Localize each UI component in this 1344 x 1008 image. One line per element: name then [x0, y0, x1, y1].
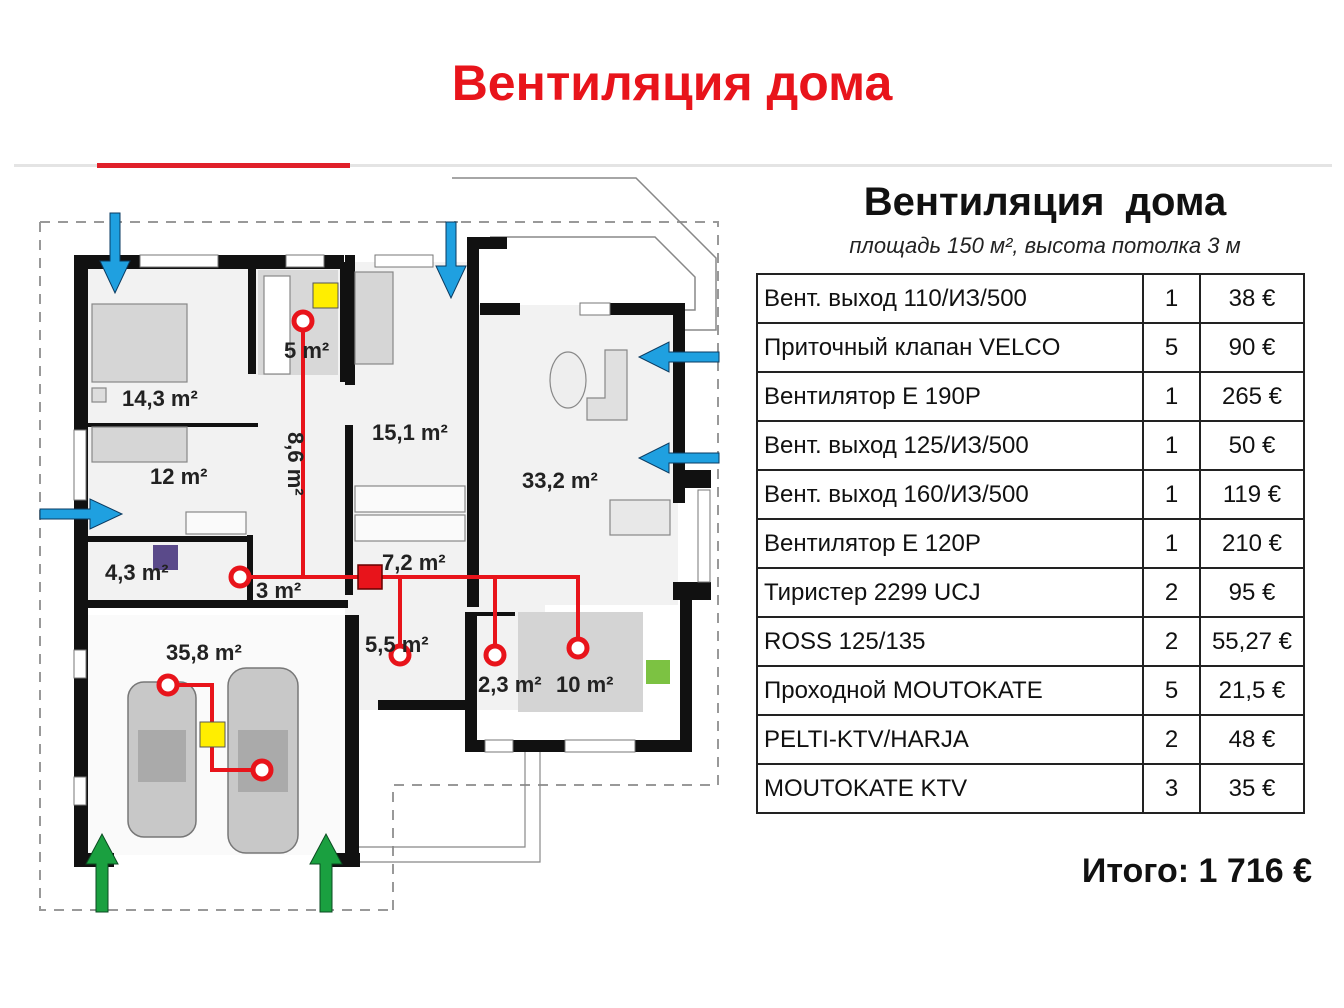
item-price: 265 €: [1199, 371, 1305, 422]
arrow-up-icon: [309, 832, 343, 913]
vent-vestibule: [388, 643, 412, 667]
exhaust-vents: [156, 309, 590, 782]
title-divider: [14, 164, 1332, 167]
bathroom-fan-unit: [312, 282, 339, 309]
item-price: 38 €: [1199, 273, 1305, 324]
room-area-kitchen: 10 m²: [556, 672, 613, 697]
intake-arrows: [85, 832, 343, 913]
arrow-left-icon: [637, 341, 720, 373]
item-quantity: 1: [1142, 371, 1201, 422]
utility-unit: [153, 545, 178, 570]
room-area-pantry: 2,3 m²: [478, 672, 542, 697]
item-quantity: 5: [1142, 322, 1201, 373]
floor-plan: 14,3 m² 5 m² 15,1 m² 12 m² 8,6 m² 33,2 m…: [39, 177, 720, 913]
arrow-right-icon: [39, 498, 124, 530]
vent-garage-2: [250, 758, 274, 782]
floor-kitchen: [518, 612, 643, 712]
item-name: Приточный клапан VELCO: [756, 322, 1144, 373]
room-area-bedroom3: 12 m²: [150, 464, 207, 489]
item-price: 35 €: [1199, 763, 1305, 814]
garage-fan-unit: [199, 721, 226, 748]
item-price: 210 €: [1199, 518, 1305, 569]
item-price: 21,5 €: [1199, 665, 1305, 716]
room-area-living: 33,2 m²: [522, 468, 598, 493]
room-area-bedroom1: 14,3 m²: [122, 386, 198, 411]
arrow-down-icon: [99, 212, 131, 295]
item-name: ROSS 125/135: [756, 616, 1144, 667]
item-price: 119 €: [1199, 469, 1305, 520]
panel-title: Вентиляция дома: [863, 180, 1227, 224]
total-cost: Итого: 1 716 €: [1081, 852, 1312, 890]
room-area-corridor: 8,6 m²: [283, 432, 308, 496]
kitchen-hood-unit: [646, 660, 670, 684]
main-fan-unit: [357, 564, 383, 590]
vent-garage-1: [156, 673, 180, 697]
page-title: Вентиляция дома: [451, 55, 893, 111]
room-area-garage: 35,8 m²: [166, 640, 242, 665]
car-left: [127, 681, 197, 838]
supply-arrows: [39, 212, 720, 530]
item-quantity: 2: [1142, 567, 1201, 618]
item-name: PELTI-KTV/HARJA: [756, 714, 1144, 765]
item-name: Вент. выход 110/ИЗ/500: [756, 273, 1144, 324]
item-quantity: 1: [1142, 420, 1201, 471]
vent-pantry: [483, 643, 507, 667]
room-area-wc: 3 m²: [256, 578, 301, 603]
item-name: Вентилятор Е 190Р: [756, 371, 1144, 422]
vent-wc: [228, 565, 252, 589]
item-name: Вент. выход 125/ИЗ/500: [756, 420, 1144, 471]
item-quantity: 2: [1142, 714, 1201, 765]
item-price: 95 €: [1199, 567, 1305, 618]
item-price: 48 €: [1199, 714, 1305, 765]
arrow-left-icon: [637, 442, 720, 474]
room-area-vestibule: 5,5 m²: [365, 632, 429, 657]
terrace-outline-inner: [490, 236, 696, 311]
title-divider-accent: [97, 163, 350, 168]
windows: [73, 254, 711, 806]
driveway-lines: [355, 752, 541, 863]
arrow-down-icon: [435, 221, 467, 300]
item-quantity: 5: [1142, 665, 1201, 716]
site-boundary: [39, 221, 719, 911]
terrace-outline: [452, 177, 717, 331]
vent-kitchen: [566, 636, 590, 660]
item-name: Вентилятор Е 120Р: [756, 518, 1144, 569]
item-quantity: 1: [1142, 518, 1201, 569]
item-name: Вент. выход 160/ИЗ/500: [756, 469, 1144, 520]
item-price: 55,27 €: [1199, 616, 1305, 667]
item-price: 90 €: [1199, 322, 1305, 373]
item-name: Тиристер 2299 UCJ: [756, 567, 1144, 618]
room-area-bedroom2: 15,1 m²: [372, 420, 448, 445]
item-quantity: 1: [1142, 469, 1201, 520]
panel-subtitle: площадь 150 м², высота потолка 3 м: [849, 233, 1241, 258]
furniture: [91, 271, 671, 542]
item-quantity: 2: [1142, 616, 1201, 667]
room-area-utility: 4,3 m²: [105, 560, 169, 585]
room-area-bathroom: 5 m²: [284, 338, 329, 363]
arrow-up-icon: [85, 832, 119, 913]
item-price: 50 €: [1199, 420, 1305, 471]
item-quantity: 3: [1142, 763, 1201, 814]
item-quantity: 1: [1142, 273, 1201, 324]
floor-hall: [345, 590, 545, 710]
vent-bathroom: [291, 309, 315, 333]
item-name: MOUTOKATE KTV: [756, 763, 1144, 814]
item-name: Проходной MOUTOKATE: [756, 665, 1144, 716]
room-area-hall: 7,2 m²: [382, 550, 446, 575]
